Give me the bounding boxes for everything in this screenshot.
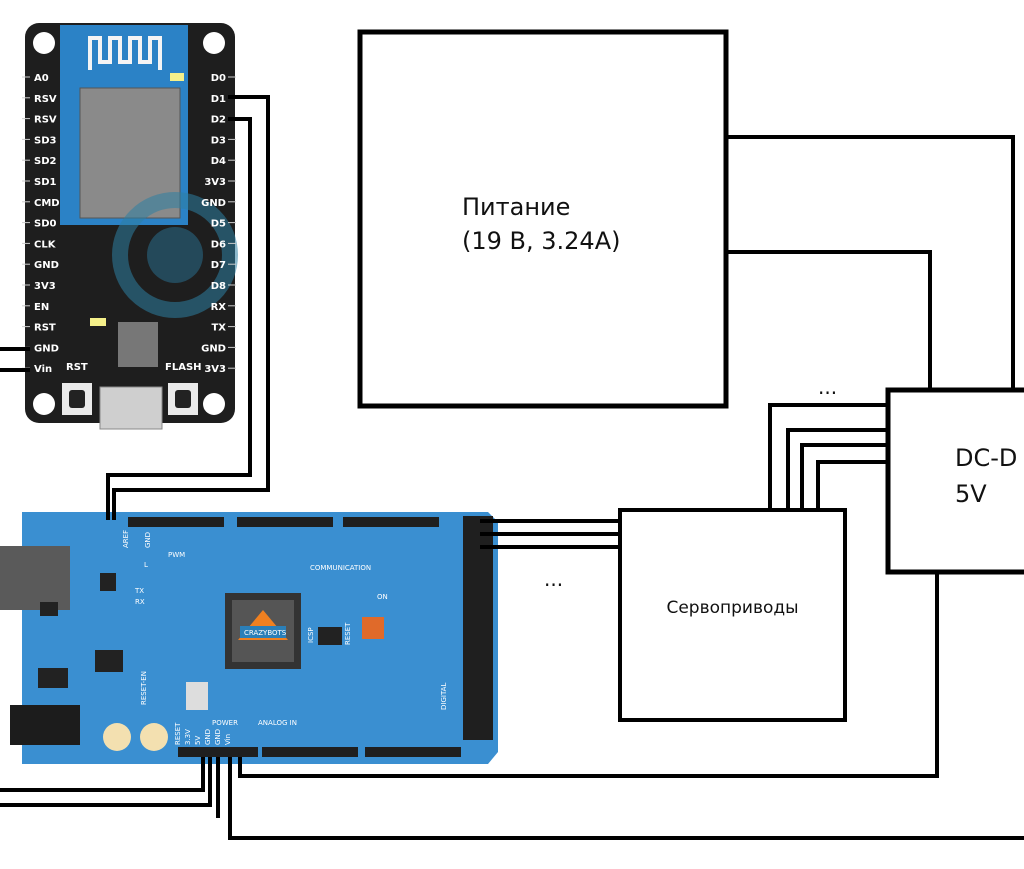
esp-right-pin: GND [201,343,226,354]
esp-right-pin: D8 [211,281,226,292]
mega-crazybots-label: CRAZYBOTS [244,629,287,637]
esp-right-pin: D4 [211,156,226,167]
esp-right-pin: D2 [211,115,226,126]
esp-left-pin: RSV [34,94,57,105]
esp-left-pin: RSV [34,115,57,126]
dcdc-voltage: 5V [955,480,987,508]
servo-label: Сервоприводы [666,598,799,618]
esp-right-pin: D5 [211,219,226,230]
esp-left-pin: Vin [34,364,52,375]
mega-tx-label: TX [134,587,144,595]
esp-right-pin: 3V3 [204,364,226,375]
esp-right-pin: TX [211,323,226,334]
ellipsis-servo: ... [544,567,564,591]
esp-left-pin: SD3 [34,135,57,146]
esp-left-pin: SD0 [34,219,57,230]
power-supply-title: Питание [462,193,571,221]
esp-left-pin: SD2 [34,156,57,167]
esp-left-pin: GND [34,260,59,271]
mega-gnd-label: GND [144,532,152,548]
mega-power-pin-label: RESET [174,722,182,745]
esp-right-pin: D6 [211,239,226,250]
mega-power-pin-label: 5V [194,736,202,745]
servo-box [618,508,847,722]
power-supply-spec: (19 В, 3.24А) [462,227,621,255]
esp-left-pin: CLK [34,239,57,250]
esp-left-pin: A0 [34,73,49,84]
dcdc-title: DC-D [955,444,1018,472]
mega-digital-label: DIGITAL [440,683,448,710]
mega-power-pin-label: 3.3V [184,729,192,745]
power-supply-label: Питание (19 В, 3.24А) [462,190,620,258]
esp8266-board: A0RSVRSVSD3SD2SD1CMDSD0CLKGND3V3ENRSTGND… [22,23,238,430]
arduino-mega-board: CRAZYBOTS AREF GND PWM COMMUNICATION ON … [0,512,498,764]
dcdc-converter-box [885,387,1024,575]
esp-left-pin: SD1 [34,177,57,188]
ellipsis-top: ... [818,375,838,399]
esp-right-pin: D3 [211,135,226,146]
mega-communication-label: COMMUNICATION [310,564,371,572]
mega-pwm-label: PWM [168,551,185,559]
mega-on-label: ON [377,593,388,601]
esp-right-pin: D7 [211,260,226,271]
esp-right-pin: GND [201,198,226,209]
esp-left-pin: 3V3 [34,281,56,292]
mega-rx-label: RX [135,598,145,606]
esp-left-pin: GND [34,343,59,354]
esp-flash-label: FLASH [165,362,202,373]
mega-power-pin-label: GND [214,729,222,745]
mega-aref-label: AREF [122,530,130,548]
esp-left-pin: RST [34,323,56,334]
esp-right-pin: RX [211,302,227,313]
mega-power-label: POWER [212,719,238,727]
mega-reset-label: RESET [344,622,352,645]
esp-right-pin: D0 [211,73,226,84]
mega-l-label: L [144,561,148,569]
esp-right-pin: 3V3 [204,177,226,188]
mega-icsp-label: ICSP [307,627,315,643]
esp-left-pin: EN [34,302,49,313]
power-supply-box [357,29,729,409]
mega-analog-label: ANALOG IN [258,719,297,727]
mega-reset-en-label: RESET-EN [140,671,148,705]
dcdc-label: DC-D 5V [955,440,1017,512]
mega-power-pin-label: GND [204,729,212,745]
wires [0,95,1024,840]
mega-power-pin-label: Vin [224,734,232,745]
esp-right-pin: D1 [211,94,226,105]
esp-left-pin: CMD [34,198,60,209]
esp-rst-label: RST [66,362,88,373]
